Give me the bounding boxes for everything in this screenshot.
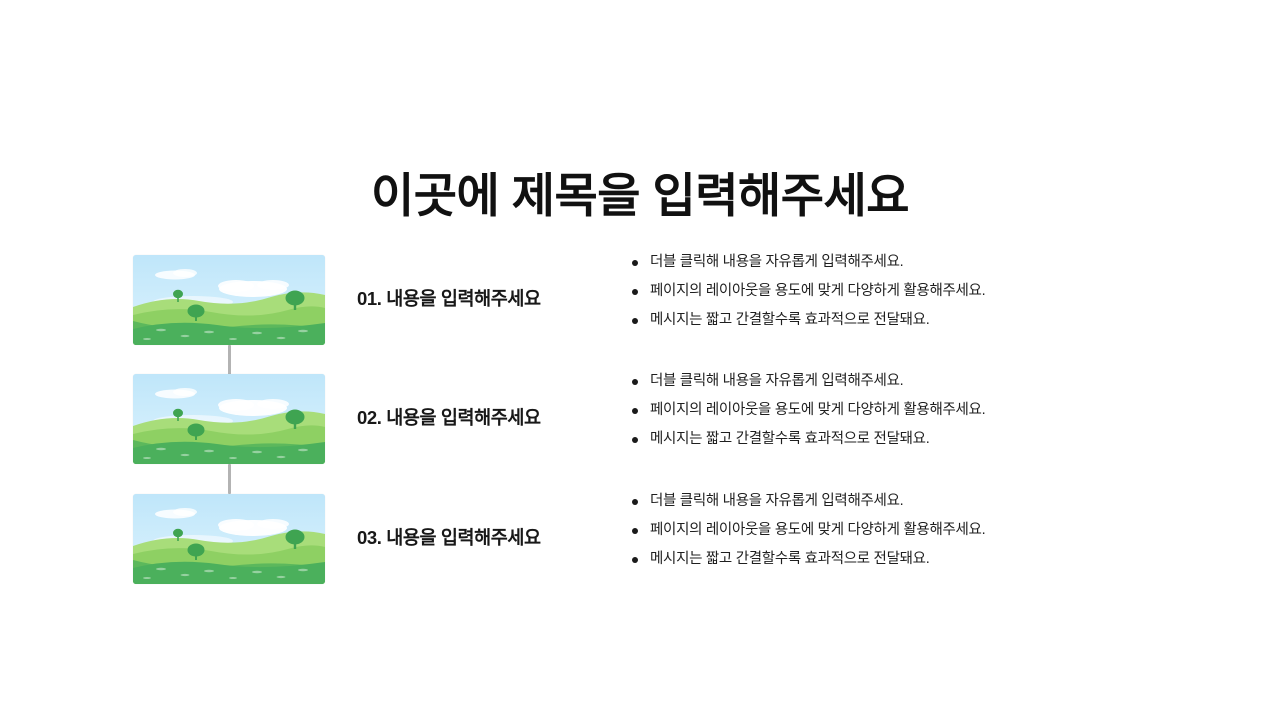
step-label-2[interactable]: 02. 내용을 입력해주세요 (357, 407, 541, 428)
connector-line-1-2 (228, 345, 231, 375)
thumbnail-image-3[interactable] (133, 494, 325, 584)
green-hills-landscape-icon (133, 374, 325, 464)
connector-line-2-3 (228, 464, 231, 494)
bullet-dot-icon (632, 436, 638, 443)
bullet-dot-icon (632, 259, 638, 266)
bullet-text: 페이지의 레이아웃을 용도에 맞게 다양하게 활용해주세요. (650, 283, 986, 299)
bullet-list-3: 더블 클릭해 내용을 자유롭게 입력해주세요. 페이지의 레이아웃을 용도에 맞… (628, 487, 986, 574)
bullet-dot-icon (632, 378, 638, 385)
bullet-list-1: 더블 클릭해 내용을 자유롭게 입력해주세요. 페이지의 레이아웃을 용도에 맞… (628, 248, 986, 335)
list-item[interactable]: 더블 클릭해 내용을 자유롭게 입력해주세요. (628, 487, 985, 516)
bullet-dot-icon (632, 498, 638, 505)
step-label-3[interactable]: 03. 내용을 입력해주세요 (357, 527, 541, 548)
bullet-text: 더블 클릭해 내용을 자유롭게 입력해주세요. (650, 373, 904, 389)
list-item[interactable]: 페이지의 레이아웃을 용도에 맞게 다양하게 활용해주세요. (628, 516, 986, 545)
bullet-text: 메시지는 짧고 간결할수록 효과적으로 전달돼요. (650, 431, 930, 447)
list-item[interactable]: 페이지의 레이아웃을 용도에 맞게 다양하게 활용해주세요. (628, 396, 986, 425)
thumbnail-image-1[interactable] (133, 255, 325, 345)
bullet-text: 페이지의 레이아웃을 용도에 맞게 다양하게 활용해주세요. (650, 402, 986, 418)
bullet-text: 메시지는 짧고 간결할수록 효과적으로 전달돼요. (650, 312, 930, 328)
bullet-dot-icon (632, 556, 638, 563)
list-item[interactable]: 메시지는 짧고 간결할수록 효과적으로 전달돼요. (628, 425, 985, 454)
list-item[interactable]: 더블 클릭해 내용을 자유롭게 입력해주세요. (628, 367, 985, 396)
list-item: 02. 내용을 입력해주세요 더블 클릭해 내용을 자유롭게 입력해주세요. 페… (0, 359, 1280, 479)
bullet-dot-icon (632, 288, 638, 295)
green-hills-landscape-icon (133, 494, 325, 584)
bullet-dot-icon (632, 527, 638, 534)
green-hills-landscape-icon (133, 255, 325, 345)
thumbnail-image-2[interactable] (133, 374, 325, 464)
list-item[interactable]: 더블 클릭해 내용을 자유롭게 입력해주세요. (628, 248, 985, 277)
bullet-text: 메시지는 짧고 간결할수록 효과적으로 전달돼요. (650, 551, 930, 567)
bullet-dot-icon (632, 407, 638, 414)
bullet-list-2: 더블 클릭해 내용을 자유롭게 입력해주세요. 페이지의 레이아웃을 용도에 맞… (628, 367, 986, 454)
list-item[interactable]: 메시지는 짧고 간결할수록 효과적으로 전달돼요. (628, 306, 985, 335)
list-item[interactable]: 메시지는 짧고 간결할수록 효과적으로 전달돼요. (628, 545, 985, 574)
bullet-text: 페이지의 레이아웃을 용도에 맞게 다양하게 활용해주세요. (650, 522, 986, 538)
bullet-text: 더블 클릭해 내용을 자유롭게 입력해주세요. (650, 254, 904, 270)
list-item: 03. 내용을 입력해주세요 더블 클릭해 내용을 자유롭게 입력해주세요. 페… (0, 479, 1280, 599)
list-item: 01. 내용을 입력해주세요 더블 클릭해 내용을 자유롭게 입력해주세요. 페… (0, 240, 1280, 360)
list-item[interactable]: 페이지의 레이아웃을 용도에 맞게 다양하게 활용해주세요. (628, 277, 986, 306)
page-title[interactable]: 이곳에 제목을 입력해주세요 (371, 169, 910, 223)
bullet-text: 더블 클릭해 내용을 자유롭게 입력해주세요. (650, 493, 904, 509)
bullet-dot-icon (632, 317, 638, 324)
step-label-1[interactable]: 01. 내용을 입력해주세요 (357, 288, 541, 309)
